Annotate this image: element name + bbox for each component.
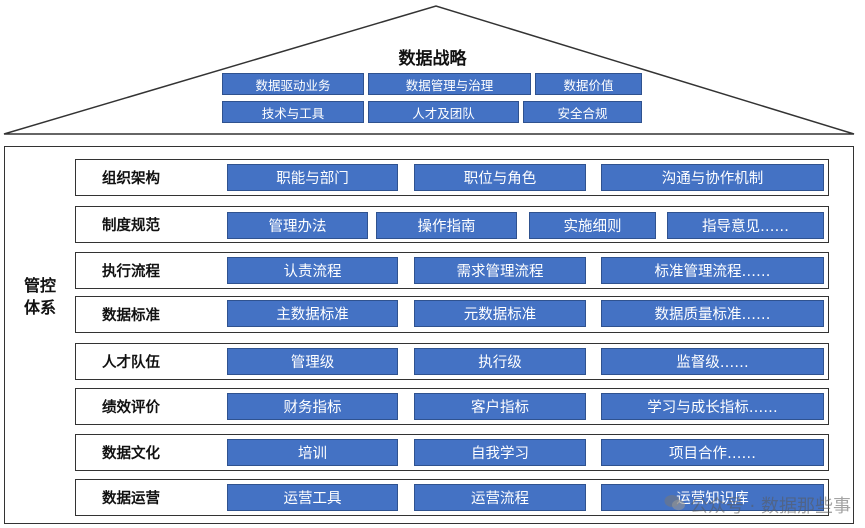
- cell-communication-mechanism: 沟通与协作机制: [601, 164, 824, 191]
- roof-box-data-driven-business: 数据驱动业务: [222, 73, 364, 95]
- row-label-organization: 组织架构: [102, 171, 160, 187]
- row-label-performance-evaluation: 绩效评价: [102, 400, 160, 416]
- roof-box-data-value: 数据价值: [535, 73, 642, 95]
- cell-supervision-level: 监督级……: [601, 348, 824, 375]
- row-label-execution-process: 执行流程: [102, 264, 160, 280]
- cell-requirement-process: 需求管理流程: [414, 257, 586, 284]
- cell-positions-roles: 职位与角色: [414, 164, 586, 191]
- roof-box-security-compliance: 安全合规: [523, 101, 642, 123]
- roof-box-data-management: 数据管理与治理: [368, 73, 531, 95]
- cell-project-cooperation: 项目合作……: [601, 439, 824, 466]
- row-label-data-culture: 数据文化: [102, 446, 160, 462]
- wechat-icon: [664, 494, 686, 517]
- cell-management-level: 管理级: [227, 348, 398, 375]
- cell-operation-tools: 运营工具: [227, 484, 398, 511]
- cell-training: 培训: [227, 439, 398, 466]
- roof-box-tech-tools: 技术与工具: [222, 101, 364, 123]
- cell-data-quality-standard: 数据质量标准……: [601, 300, 824, 327]
- cell-metadata-standard: 元数据标准: [414, 300, 586, 327]
- row-label-talent-team: 人才队伍: [102, 355, 160, 371]
- cell-self-learning: 自我学习: [414, 439, 586, 466]
- cell-master-data-standard: 主数据标准: [227, 300, 398, 327]
- watermark: 公众号 · 数据那些事: [664, 492, 851, 518]
- cell-guidance-opinions: 指导意见……: [667, 212, 824, 239]
- cell-management-measures: 管理办法: [227, 212, 368, 239]
- cell-operation-process: 运营流程: [414, 484, 586, 511]
- cell-learning-growth-indicators: 学习与成长指标……: [601, 393, 824, 420]
- cell-operation-guide: 操作指南: [376, 212, 517, 239]
- roof-box-talent-team: 人才及团队: [368, 101, 519, 123]
- roof-title: 数据战略: [398, 49, 467, 69]
- row-label-regulations: 制度规范: [102, 218, 160, 234]
- cell-implementation-rules: 实施细则: [529, 212, 656, 239]
- cell-operation-knowledge-base: 运营知识库: [601, 484, 824, 511]
- management-system-title: 管控 体系: [23, 276, 56, 317]
- cell-execution-level: 执行级: [414, 348, 586, 375]
- row-label-data-standards: 数据标准: [102, 308, 160, 324]
- watermark-text: 公众号 · 数据那些事: [689, 496, 851, 517]
- cell-customer-indicators: 客户指标: [414, 393, 586, 420]
- cell-functions-departments: 职能与部门: [227, 164, 398, 191]
- cell-financial-indicators: 财务指标: [227, 393, 398, 420]
- cell-standard-process: 标准管理流程……: [601, 257, 824, 284]
- cell-accountability-process: 认责流程: [227, 257, 398, 284]
- row-label-data-operations: 数据运营: [102, 491, 160, 507]
